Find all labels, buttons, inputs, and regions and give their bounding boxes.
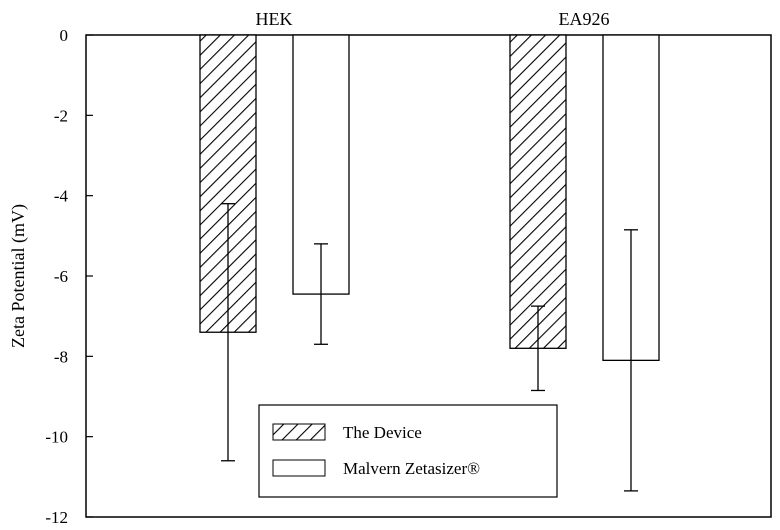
y-tick-label: -10: [45, 428, 68, 447]
error-bars: [221, 203, 638, 492]
bars: [199, 34, 660, 362]
y-tick-label: -12: [45, 508, 68, 527]
y-axis: 0 -2 -4 -6 -8 -10 -12: [45, 26, 93, 527]
bar: [509, 34, 567, 349]
y-axis-title: Zeta Potential (mV): [8, 204, 29, 348]
legend-label-the-device: The Device: [343, 423, 422, 442]
legend-label-malvern-zetasizer: Malvern Zetasizer®: [343, 459, 480, 478]
legend-swatch-malvern-zetasizer: [272, 459, 326, 477]
y-tick-label: 0: [60, 26, 69, 45]
y-tick-label: -2: [54, 106, 68, 125]
category-label: EA926: [559, 9, 610, 29]
legend: The Device Malvern Zetasizer®: [258, 404, 558, 498]
category-label: HEK: [256, 9, 293, 29]
y-tick-label: -8: [54, 347, 68, 366]
y-tick-label: -6: [54, 267, 68, 286]
legend-swatch-the-device: [272, 423, 326, 441]
legend-box: [258, 404, 558, 498]
category-labels: HEK EA926: [256, 9, 610, 29]
y-tick-label: -4: [54, 187, 69, 206]
